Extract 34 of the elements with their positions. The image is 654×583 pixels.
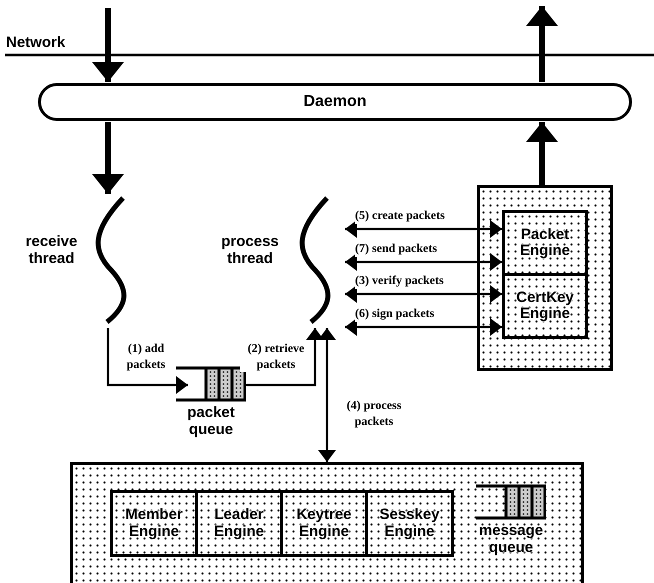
thread-label: process thread: [220, 234, 280, 267]
engine-label: Member Engine: [124, 507, 184, 540]
arrow: [246, 328, 324, 386]
engine-label: Leader Engine: [212, 507, 265, 540]
arrow: [92, 122, 124, 194]
engine-box: [280, 490, 368, 557]
engine-box: [502, 273, 588, 339]
arrow: [345, 253, 502, 271]
arrow: [345, 285, 502, 303]
arrow: [526, 122, 558, 185]
arrow: [526, 6, 558, 82]
engine-group-panel: [70, 462, 584, 583]
engine-box: [502, 210, 588, 276]
engine-label: CertKey Engine: [515, 290, 575, 322]
arrow: [92, 8, 124, 82]
arrow: [106, 328, 188, 394]
engine-box: [195, 490, 283, 557]
edge-label: (5) create packets: [355, 208, 445, 224]
engine-label: Sesskey Engine: [378, 507, 441, 540]
edge-label: (3) verify packets: [355, 273, 444, 289]
arrow: [345, 220, 502, 238]
engine-group-panel: [477, 185, 613, 371]
network-label: Network: [6, 34, 66, 51]
engine-box: [110, 490, 198, 557]
thread-label: receive thread: [24, 234, 78, 267]
engine-label: Keytree Engine: [295, 507, 353, 540]
daemon-bar: [38, 83, 632, 121]
arrow: [318, 328, 336, 462]
arrow: [345, 318, 502, 336]
daemon-label: Daemon: [303, 93, 367, 111]
edge-label: (6) sign packets: [355, 306, 434, 322]
queue-label: packet queue: [186, 405, 236, 438]
edge-label: (7) send packets: [355, 241, 438, 257]
engine-box: [365, 490, 454, 557]
